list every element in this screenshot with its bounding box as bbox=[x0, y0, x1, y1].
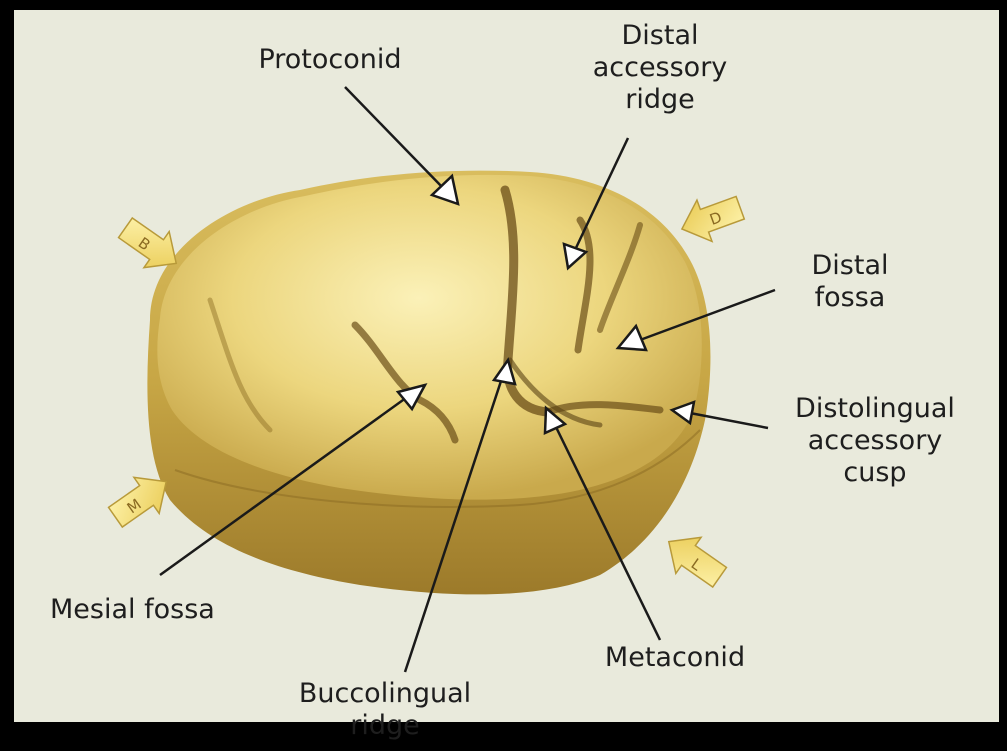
label-protoconid: Protoconid bbox=[230, 44, 430, 76]
leader-protoconid bbox=[345, 87, 445, 190]
tooth-occlusal-surface bbox=[157, 175, 701, 500]
label-distal-accessory-ridge: Distal accessory ridge bbox=[570, 20, 750, 116]
label-distal-fossa: Distal fossa bbox=[775, 250, 925, 314]
label-buccolingual-ridge: Buccolingual ridge bbox=[270, 678, 500, 742]
label-metaconid: Metaconid bbox=[570, 642, 780, 674]
label-mesial-fossa: Mesial fossa bbox=[50, 594, 280, 626]
label-distolingual-accessory-cusp: Distolingual accessory cusp bbox=[765, 393, 985, 489]
